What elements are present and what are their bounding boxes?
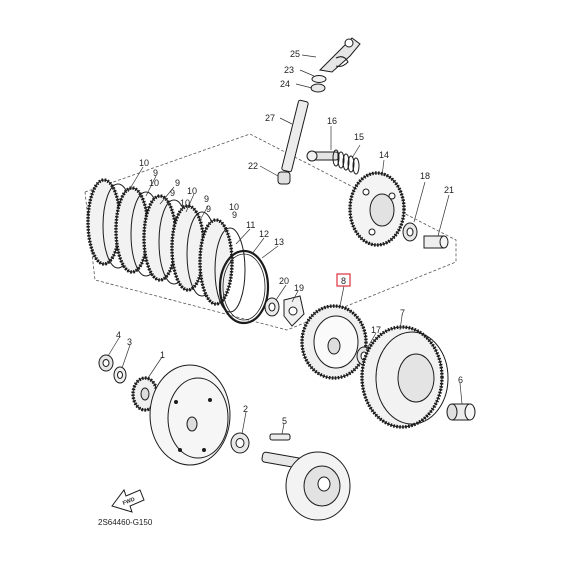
callout-labels: 1 2 4 3 5 6 7 8 17 19 20 9 9 9 9 9 9 10 … (116, 49, 463, 426)
callout-16: 16 (327, 116, 337, 126)
pump-cover (149, 364, 231, 466)
callout-10: 10 (187, 186, 197, 196)
spacer-part (446, 403, 476, 421)
callout-19: 19 (294, 283, 304, 293)
callout-17: 17 (371, 325, 381, 335)
collar-part (423, 235, 449, 249)
callout-5: 5 (282, 416, 287, 426)
callout-24: 24 (280, 79, 290, 89)
callout-3: 3 (127, 337, 132, 347)
callout-9: 9 (232, 210, 237, 220)
callout-10: 10 (149, 178, 159, 188)
callout-14: 14 (379, 150, 389, 160)
callout-10: 10 (229, 202, 239, 212)
callout-8: 8 (341, 276, 346, 286)
callout-1: 1 (160, 350, 165, 360)
primary-driven-gear (360, 325, 449, 429)
lever-shaft-assembly (277, 37, 361, 185)
callout-23: 23 (284, 65, 294, 75)
callout-13: 13 (274, 237, 284, 247)
callout-15: 15 (354, 132, 364, 142)
leader-lines (107, 54, 463, 435)
callout-6: 6 (458, 375, 463, 385)
cushion-ring (218, 249, 270, 325)
callout-22: 22 (248, 161, 258, 171)
clutch-boss (300, 304, 368, 380)
pressure-plate-assembly (306, 149, 406, 247)
callout-10: 10 (139, 158, 149, 168)
fwd-arrow-icon: FWD (111, 488, 145, 513)
callout-9: 9 (175, 178, 180, 188)
callout-9: 9 (206, 204, 211, 214)
clutch-plate-stack (86, 178, 246, 313)
callout-20: 20 (279, 276, 289, 286)
callout-8-highlight-box (336, 273, 351, 287)
callout-7: 7 (400, 308, 405, 318)
callout-25: 25 (290, 49, 300, 59)
callout-27: 27 (265, 113, 275, 123)
callout-9: 9 (153, 168, 158, 178)
fwd-label: FWD (122, 497, 136, 507)
callout-10: 10 (180, 198, 190, 208)
callout-9: 9 (204, 194, 209, 204)
callout-9: 9 (170, 188, 175, 198)
pin-part (269, 433, 291, 441)
callout-4: 4 (116, 330, 121, 340)
callout-11: 11 (246, 220, 255, 230)
callout-2: 2 (243, 404, 248, 414)
callout-21: 21 (444, 185, 454, 195)
catalog-code: 2S64460-G150 (98, 518, 153, 527)
callout-18: 18 (420, 171, 430, 181)
callout-12: 12 (259, 229, 269, 239)
driven-shaft (261, 451, 351, 521)
